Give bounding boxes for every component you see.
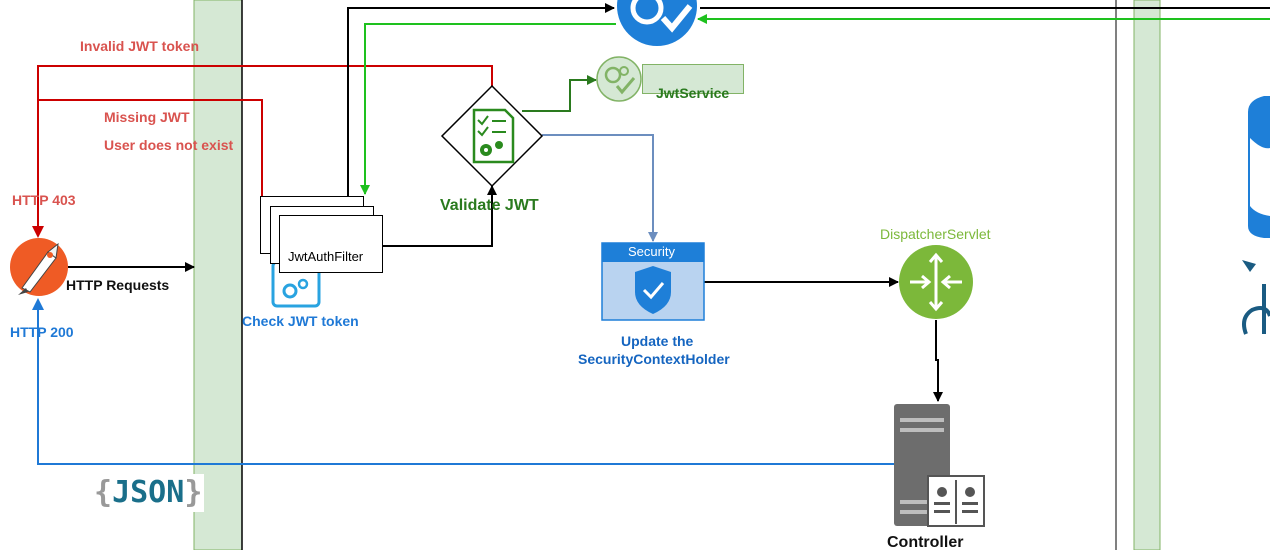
- dispatcher-label: DispatcherServlet: [880, 226, 991, 242]
- update-label-line2: SecurityContextHolder: [578, 351, 730, 367]
- security-header-label: Security: [628, 244, 675, 259]
- missing-jwt-path: [38, 99, 263, 228]
- jwt-service-box: [642, 64, 744, 94]
- lane-left: [193, 0, 243, 550]
- lane-right: [1133, 0, 1161, 550]
- postman-rocket-icon: [10, 238, 68, 296]
- router-arrows-icon: [899, 245, 973, 319]
- invalid-jwt-label: Invalid JWT token: [80, 38, 200, 54]
- security-card: [601, 242, 705, 321]
- dispatcher-to-controller-arrow: [933, 320, 943, 402]
- http-requests-label: HTTP Requests: [66, 277, 170, 293]
- invalid-jwt-path: [32, 65, 493, 238]
- jwt-auth-filter-box: [279, 215, 383, 273]
- service-to-filter-green: [360, 23, 616, 195]
- top-service-gear-check-icon: [617, 0, 697, 46]
- filter-to-validate-arrow: [381, 185, 497, 247]
- document-check-icon: [472, 108, 515, 164]
- http-200-label: HTTP 200: [10, 324, 74, 340]
- update-label-line1: Update the: [621, 333, 694, 349]
- validate-jwt-diamond: [440, 84, 544, 188]
- server-icon: [894, 404, 985, 527]
- jwt-service-label: JwtService: [656, 85, 730, 101]
- jwt-auth-filter-label: JwtAuthFilter: [288, 249, 364, 264]
- controller-label: Controller: [887, 534, 964, 551]
- validate-to-jwtservice-arrow: [522, 75, 597, 112]
- check-jwt-label: Check JWT token: [242, 313, 359, 329]
- json-response-path: [32, 298, 894, 465]
- filter-to-service-arrow: [347, 3, 615, 196]
- http-403-label: HTTP 403: [12, 192, 76, 208]
- json-word: JSON: [112, 475, 185, 510]
- validate-jwt-label: Validate JWT: [440, 197, 539, 214]
- gears-icon: [271, 260, 321, 308]
- database-icon: [1242, 96, 1270, 335]
- json-label: {JSON}: [92, 474, 205, 512]
- missing-jwt-label: Missing JWT: [104, 109, 190, 125]
- user-not-exist-label: User does not exist: [104, 137, 234, 153]
- shield-check-icon: [635, 266, 671, 314]
- jwtservice-gear-check-icon: [596, 56, 642, 102]
- validate-to-security-arrow: [542, 134, 658, 242]
